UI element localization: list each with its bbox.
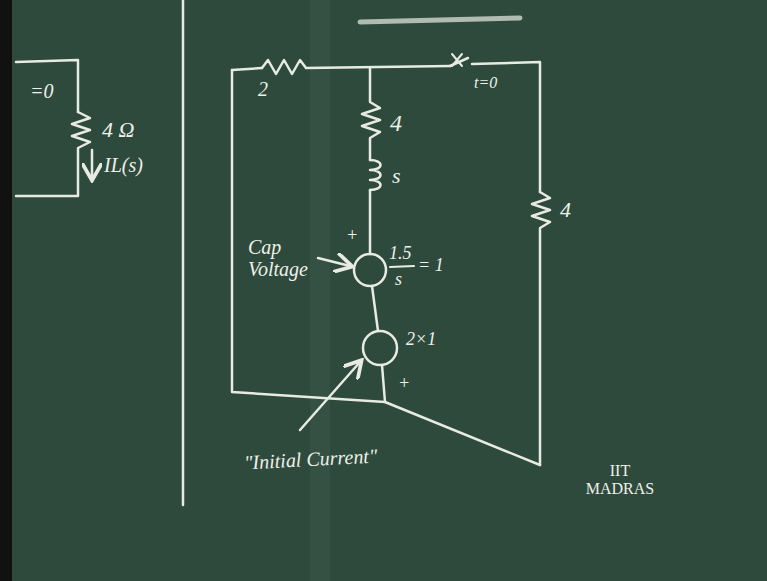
resistance-label: 4 bbox=[390, 110, 402, 136]
resistor-symbol bbox=[362, 68, 380, 160]
wire bbox=[382, 365, 385, 402]
source-value: s bbox=[395, 270, 402, 290]
voltage-source bbox=[354, 254, 386, 286]
wire bbox=[369, 190, 372, 254]
partial-label: =0 bbox=[30, 80, 54, 102]
watermark: IIT MADRAS bbox=[580, 462, 660, 497]
divider-line bbox=[182, 0, 185, 505]
switch-cross bbox=[452, 54, 462, 66]
resistance-label: 4 bbox=[560, 198, 571, 222]
polarity-sign: + bbox=[398, 374, 410, 394]
underline-smudge bbox=[360, 18, 520, 22]
current-arrow bbox=[91, 150, 94, 178]
board-edge bbox=[0, 0, 12, 581]
resistor-symbol bbox=[262, 60, 450, 74]
voltage-source bbox=[363, 331, 397, 365]
leader-arrow bbox=[300, 362, 360, 430]
resistance-label: 4 Ω bbox=[102, 118, 134, 142]
resistor-symbol bbox=[532, 192, 550, 465]
fraction-bar bbox=[390, 266, 414, 267]
annotation: Cap Voltage bbox=[248, 236, 320, 280]
inductor-symbol bbox=[370, 160, 381, 190]
wire bbox=[472, 62, 540, 192]
resistor-symbol bbox=[16, 112, 90, 196]
leader-arrow bbox=[318, 258, 350, 266]
polarity-sign: + bbox=[346, 226, 358, 246]
source-value: = 1 bbox=[418, 256, 444, 276]
source-value: 1.5 bbox=[389, 244, 412, 264]
wire bbox=[232, 70, 540, 465]
wire bbox=[232, 68, 262, 70]
source-value: 2×1 bbox=[406, 330, 436, 350]
board-seam bbox=[310, 0, 330, 581]
inductance-label: s bbox=[392, 164, 401, 188]
switch-label: t=0 bbox=[474, 74, 497, 92]
wire bbox=[16, 60, 78, 112]
current-label: IL(s) bbox=[104, 154, 143, 176]
wire bbox=[372, 286, 378, 331]
resistance-label: 2 bbox=[258, 78, 268, 100]
